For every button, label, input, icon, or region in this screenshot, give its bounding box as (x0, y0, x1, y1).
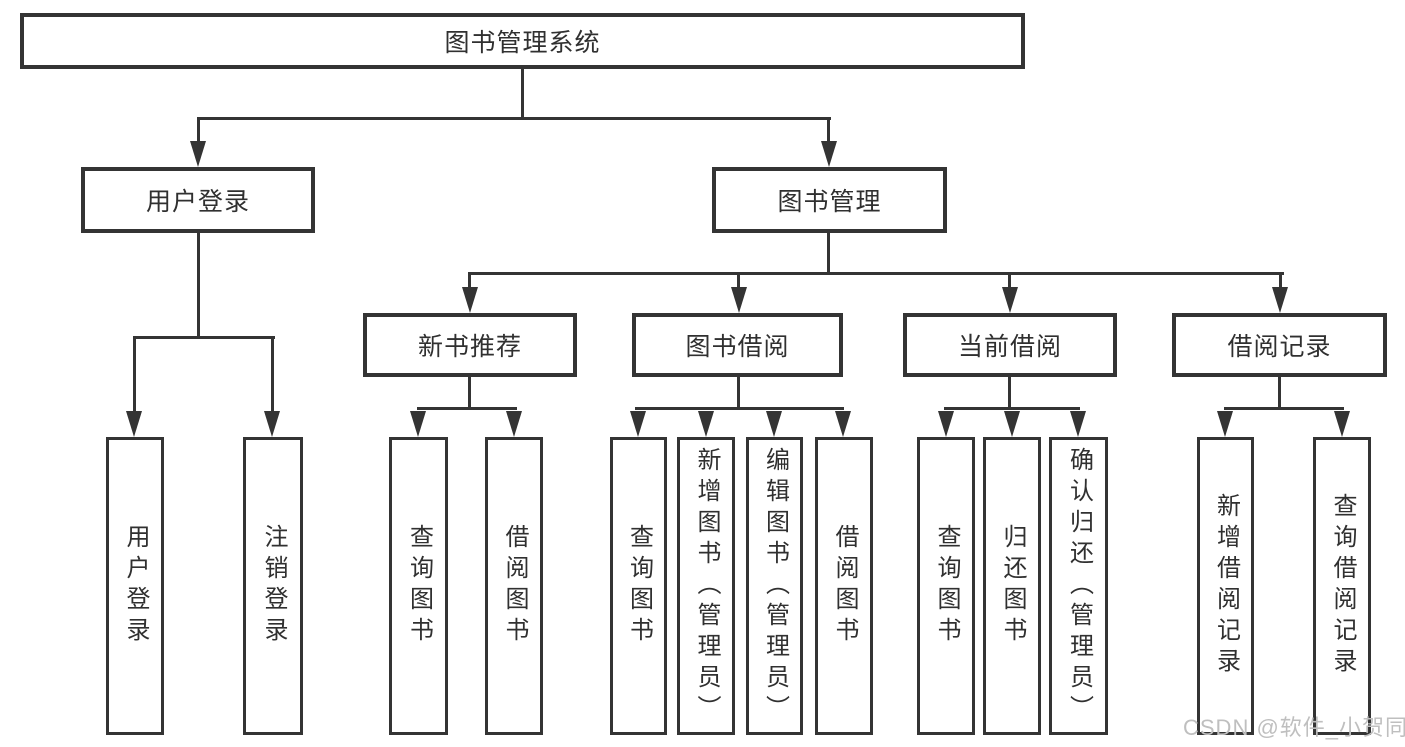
node-recommend-borrow-books: 借阅图书 (485, 437, 543, 735)
node-current-confirm-return-admin: 确认归还（管理员） (1049, 437, 1108, 735)
node-user-login: 用户登录 (81, 167, 315, 233)
node-library-management-system: 图书管理系统 (20, 13, 1025, 69)
node-label: 当前借阅 (957, 333, 1062, 361)
connector-line (1279, 272, 1282, 290)
node-book-borrowing: 图书借阅 (632, 313, 843, 377)
node-label: 查询图书 (625, 524, 653, 648)
connector-line (133, 336, 275, 339)
arrow-down-icon (1217, 411, 1233, 437)
node-borrowing-edit-books-admin: 编辑图书（管理员） (746, 437, 803, 735)
connector-line (197, 233, 200, 339)
node-label: 用户登录 (145, 188, 250, 216)
node-label: 注销登录 (260, 524, 287, 648)
node-borrowing-add-books-admin: 新增图书（管理员） (677, 437, 735, 735)
connector-line (133, 336, 136, 414)
node-label: 图书管理系统 (444, 29, 601, 57)
connector-line (827, 233, 830, 275)
connector-line (1008, 377, 1011, 410)
connector-line (271, 336, 274, 414)
arrow-down-icon (264, 411, 280, 437)
arrow-down-icon (190, 141, 206, 167)
node-borrowing-records: 借阅记录 (1172, 313, 1387, 377)
arrow-down-icon (630, 411, 646, 437)
connector-line (827, 117, 830, 145)
arrow-down-icon (731, 287, 747, 313)
node-recommend-query-books: 查询图书 (389, 437, 448, 735)
node-current-borrowing: 当前借阅 (903, 313, 1117, 377)
node-logout: 注销登录 (243, 437, 303, 735)
csdn-watermark: CSDN @软件_小贺同学 (1183, 715, 1405, 740)
node-label: 新书推荐 (417, 333, 522, 361)
arrow-down-icon (1272, 287, 1288, 313)
connector-line (737, 272, 740, 290)
arrow-down-icon (938, 411, 954, 437)
arrow-down-icon (835, 411, 851, 437)
arrow-down-icon (506, 411, 522, 437)
node-current-query-books: 查询图书 (917, 437, 975, 735)
arrow-down-icon (1002, 287, 1018, 313)
node-label: 新增借阅记录 (1212, 493, 1240, 679)
node-label: 查询图书 (933, 524, 960, 648)
node-label: 确认归还（管理员） (1065, 446, 1093, 726)
node-new-book-recommend: 新书推荐 (363, 313, 577, 377)
node-label: 借阅记录 (1227, 333, 1332, 361)
connector-line (635, 407, 844, 410)
arrow-down-icon (126, 411, 142, 437)
node-label: 查询图书 (405, 524, 433, 648)
node-borrowing-query-books: 查询图书 (610, 437, 667, 735)
node-label: 借阅图书 (831, 524, 858, 648)
connector-line (944, 407, 1080, 410)
connector-line (1224, 407, 1344, 410)
node-label: 编辑图书（管理员） (761, 446, 789, 726)
node-label: 用户登录 (122, 524, 149, 648)
node-book-management: 图书管理 (712, 167, 947, 233)
node-label: 图书借阅 (685, 333, 790, 361)
arrow-down-icon (698, 411, 714, 437)
connector-line (1278, 377, 1281, 410)
node-records-add-borrow-record: 新增借阅记录 (1197, 437, 1254, 735)
arrow-down-icon (1334, 411, 1350, 437)
connector-line (468, 377, 471, 410)
node-label: 新增图书（管理员） (693, 446, 720, 726)
connector-line (197, 117, 831, 120)
node-label: 图书管理 (777, 188, 882, 216)
node-login: 用户登录 (106, 437, 164, 735)
node-records-query-borrow-record: 查询借阅记录 (1313, 437, 1371, 735)
node-label: 借阅图书 (501, 524, 528, 648)
connector-line (468, 272, 1284, 275)
node-label: 查询借阅记录 (1329, 493, 1356, 679)
connector-line (468, 272, 471, 290)
connector-line (197, 117, 200, 145)
node-borrowing-borrow-books: 借阅图书 (815, 437, 873, 735)
arrow-down-icon (1070, 411, 1086, 437)
arrow-down-icon (462, 287, 478, 313)
arrow-down-icon (410, 411, 426, 437)
node-label: 归还图书 (999, 524, 1026, 648)
arrow-down-icon (1004, 411, 1020, 437)
connector-line (417, 407, 517, 410)
connector-line (521, 69, 524, 120)
node-current-return-books: 归还图书 (983, 437, 1041, 735)
arrow-down-icon (766, 411, 782, 437)
connector-line (737, 377, 740, 410)
arrow-down-icon (821, 141, 837, 167)
connector-line (1008, 272, 1011, 290)
